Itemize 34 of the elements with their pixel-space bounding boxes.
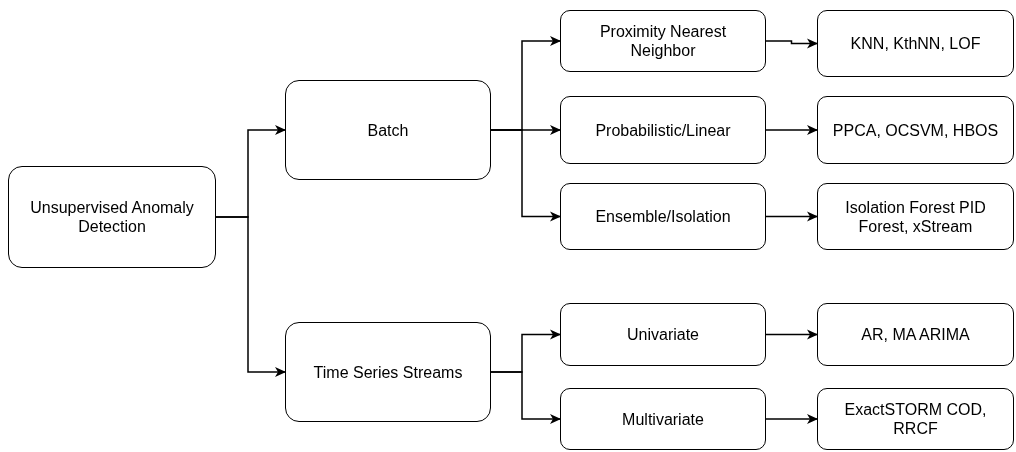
node-label: KNN, KthNN, LOF xyxy=(850,34,981,53)
process-box xyxy=(285,80,491,180)
arrow xyxy=(765,329,818,340)
process-box xyxy=(560,183,766,250)
process-box xyxy=(817,10,1014,77)
process-box xyxy=(8,166,216,268)
node-label: Batch xyxy=(367,120,409,140)
node-label: Time Series Streams xyxy=(313,362,463,382)
process-box xyxy=(817,183,1014,250)
process-box xyxy=(817,303,1014,366)
arrow xyxy=(490,129,561,222)
node-label: Unsupervised Anomaly Detection xyxy=(29,198,195,236)
node-label: ExactSTORM COD, RRCF xyxy=(843,400,988,438)
arrow xyxy=(765,125,818,135)
arrow xyxy=(765,211,818,222)
node-label: Univariate xyxy=(627,325,699,344)
process-box xyxy=(285,322,491,422)
process-box xyxy=(560,96,766,164)
process-box xyxy=(817,388,1014,450)
node-label: Isolation Forest PID Forest, xStream xyxy=(844,197,987,236)
node-label: PPCA, OCSVM, HBOS xyxy=(832,120,999,140)
process-box xyxy=(560,10,766,72)
process-box xyxy=(817,96,1014,164)
arrow xyxy=(765,414,818,424)
arrow xyxy=(765,38,818,49)
arrow xyxy=(490,371,561,424)
arrow xyxy=(215,216,286,377)
node-label: Ensemble/Isolation xyxy=(595,207,731,226)
process-box xyxy=(560,303,766,366)
node-label: Proximity Nearest Neighbor xyxy=(598,22,728,60)
process-box xyxy=(560,388,766,450)
node-label: AR, MA ARIMA xyxy=(861,325,970,344)
node-label: Probabilistic/Linear xyxy=(595,120,731,140)
node-label: Multivariate xyxy=(622,409,704,429)
